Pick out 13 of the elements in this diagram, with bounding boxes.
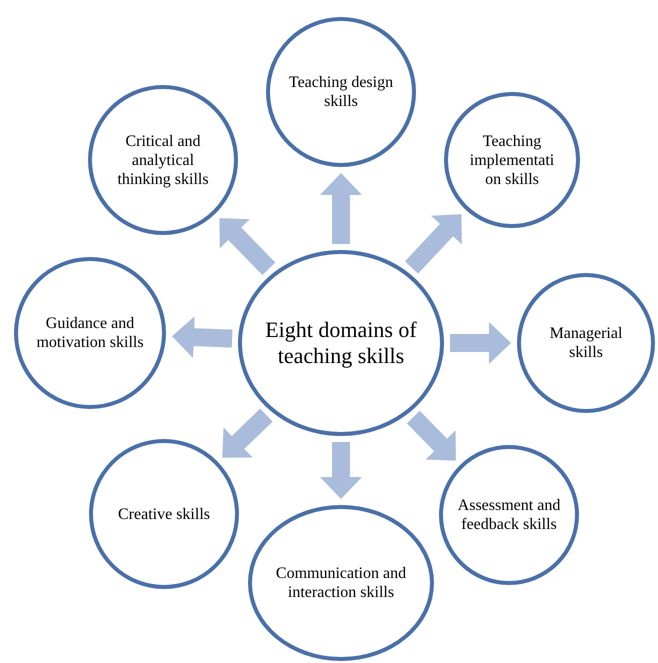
skill-label: Managerial skills <box>548 324 624 362</box>
skill-label: Teaching implementati on skills <box>468 132 556 188</box>
skill-label: Critical and analytical thinking skills <box>116 132 210 188</box>
skill-label: Guidance and motivation skills <box>35 314 145 352</box>
block-arrow <box>320 173 362 244</box>
block-arrow <box>172 316 232 358</box>
skill-label: Teaching design skills <box>288 73 394 111</box>
block-arrow <box>450 322 511 364</box>
skill-label: Communication and interaction skills <box>274 564 408 602</box>
skill-label: Assessment and feedback skills <box>456 496 562 534</box>
skill-label: Eight domains of teaching skills <box>264 317 418 369</box>
block-arrow <box>320 442 362 499</box>
skill-label: Creative skills <box>117 504 211 524</box>
